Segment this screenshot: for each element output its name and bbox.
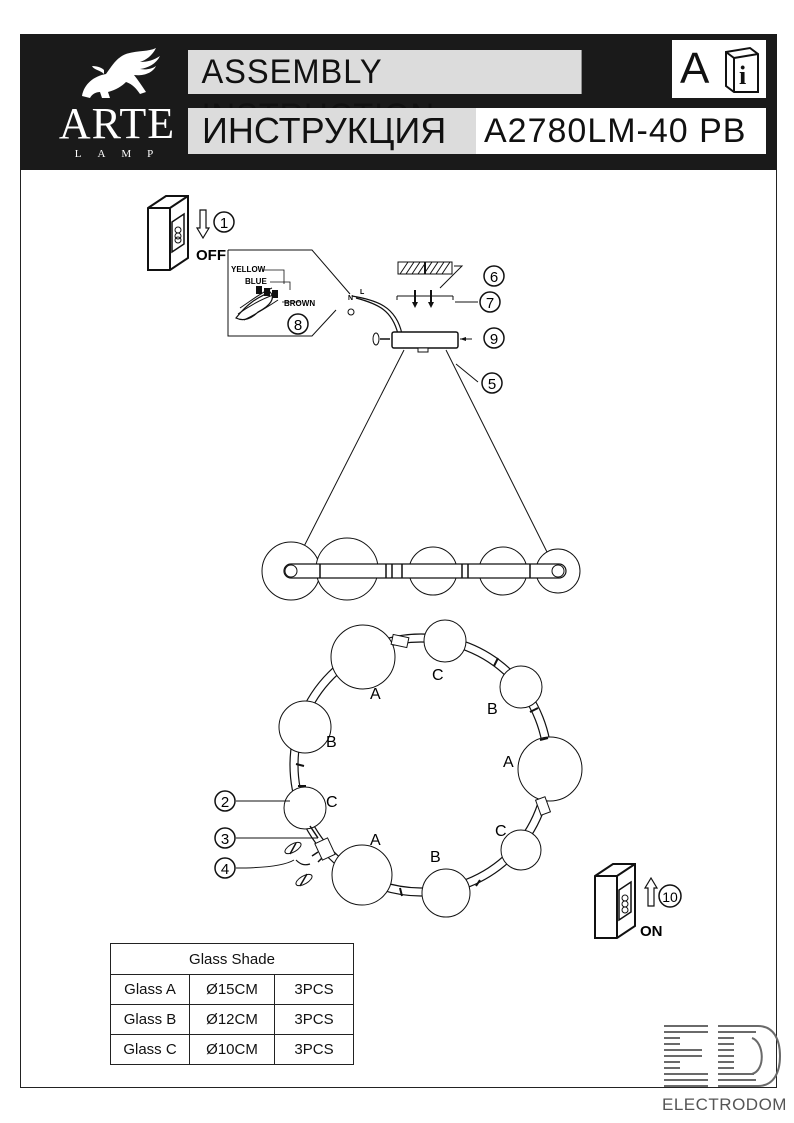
- canopy-screw-icon: [372, 332, 390, 346]
- step-7-badge: [479, 291, 501, 313]
- step-10-number: 10: [662, 889, 678, 905]
- leader-4: [235, 859, 295, 869]
- fixture-side-view: [261, 537, 581, 601]
- title-russian: ИНСТРУКЦИЯ: [188, 108, 476, 154]
- step-1-number: 1: [220, 215, 228, 232]
- wire-blue-label: BLUE: [245, 277, 267, 286]
- glass-qty-cell: 3PCS: [274, 974, 354, 1005]
- step-1-badge: [213, 211, 235, 233]
- wire-yellow-label: YELLOW: [231, 265, 266, 274]
- wiring-detail-box: [227, 249, 351, 337]
- wall-switch-on-icon: [594, 863, 636, 939]
- switch-on-label: ON: [640, 923, 663, 940]
- ring-label-c-right: C: [495, 823, 507, 840]
- header-banner: ARTE LAMP ASSEMBLY INSTRUCTION ИНСТРУКЦИ…: [20, 34, 777, 170]
- step-8-badge: [287, 313, 309, 335]
- step-9-number: 9: [490, 331, 498, 348]
- step-3-number: 3: [221, 831, 229, 848]
- wall-switch-off-icon: [147, 195, 189, 271]
- step-5-number: 5: [488, 376, 496, 393]
- ceiling-hatch-icon: [397, 261, 453, 275]
- joint-detail-icon: [284, 825, 336, 887]
- info-badge: A i: [672, 40, 766, 98]
- terminal-l-label: L: [360, 289, 365, 296]
- step-2-badge: [214, 790, 236, 812]
- ground-symbol-icon: [347, 308, 355, 316]
- step-5-badge: [481, 372, 503, 394]
- arrow-down-icon: [195, 209, 211, 240]
- ring-label-a-top-left: A: [370, 686, 381, 703]
- glass-size-cell: Ø12CM: [189, 1004, 275, 1035]
- suspension-cable-right: [445, 349, 555, 567]
- step-4-number: 4: [221, 861, 229, 878]
- table-row: Glass C Ø10CM 3PCS: [110, 1034, 354, 1065]
- step-4-badge: [214, 857, 236, 879]
- arrow-up-icon: [643, 876, 659, 907]
- step-6-badge: [483, 265, 505, 287]
- glass-size-cell: Ø15CM: [189, 974, 275, 1005]
- glass-size-cell: Ø10CM: [189, 1034, 275, 1065]
- suspension-cable-left: [293, 349, 405, 567]
- step-6-number: 6: [490, 269, 498, 286]
- step-10-badge: [658, 884, 682, 908]
- glass-name-cell: Glass B: [110, 1004, 190, 1035]
- step-9-badge: [483, 327, 505, 349]
- step-8-number: 8: [294, 317, 302, 334]
- brand-sub: LAMP: [74, 148, 170, 160]
- ring-label-b-left: B: [326, 734, 337, 751]
- ceiling-canopy: [391, 331, 459, 349]
- table-row: Glass B Ø12CM 3PCS: [110, 1004, 354, 1035]
- ring-label-c-left: C: [326, 794, 338, 811]
- glass-qty-cell: 3PCS: [274, 1004, 354, 1035]
- leader-6: [439, 265, 464, 289]
- step-2-number: 2: [221, 794, 229, 811]
- table-row: Glass A Ø15CM 3PCS: [110, 974, 354, 1005]
- glass-name-cell: Glass C: [110, 1034, 190, 1065]
- brand-logo: ARTE LAMP: [42, 44, 192, 162]
- brand-name: ARTE: [58, 99, 176, 148]
- table-title: Glass Shade: [110, 943, 354, 975]
- griffin-logo-icon: [82, 48, 160, 98]
- electrodom-watermark: ELECTRODOM: [662, 1095, 787, 1114]
- manual-book-letter: i: [739, 61, 746, 90]
- glass-name-cell: Glass A: [110, 974, 190, 1005]
- canopy-bottom-cap: [417, 347, 429, 353]
- leader-5: [455, 363, 479, 383]
- glass-qty-cell: 3PCS: [274, 1034, 354, 1065]
- ring-label-c-top: C: [432, 667, 444, 684]
- manual-book-icon: i: [725, 46, 759, 93]
- switch-off-label: OFF: [196, 247, 226, 264]
- model-number: A2780LM-40 PB: [476, 108, 766, 154]
- wire-brown-label: BROWN: [284, 299, 315, 308]
- electrodom-logo-icon: [664, 1025, 782, 1087]
- glass-shade-table: Glass Shade Glass A Ø15CM 3PCS Glass B Ø…: [110, 943, 354, 1065]
- table-header-row: Glass Shade: [110, 943, 354, 975]
- ring-label-b-bottom: B: [430, 849, 441, 866]
- info-badge-letter: A: [680, 44, 710, 93]
- fixture-ring-top-view: [278, 619, 583, 918]
- terminal-n-label: N: [348, 295, 353, 302]
- supply-cable: [351, 295, 403, 335]
- step-3-badge: [214, 827, 236, 849]
- leader-9-arrow: [460, 337, 466, 341]
- screw-anchors-icon: [396, 290, 454, 308]
- step-7-number: 7: [486, 295, 494, 312]
- ring-label-a-right: A: [503, 754, 514, 771]
- ring-label-a-bottom: A: [370, 832, 381, 849]
- ring-label-b-top-right: B: [487, 701, 498, 718]
